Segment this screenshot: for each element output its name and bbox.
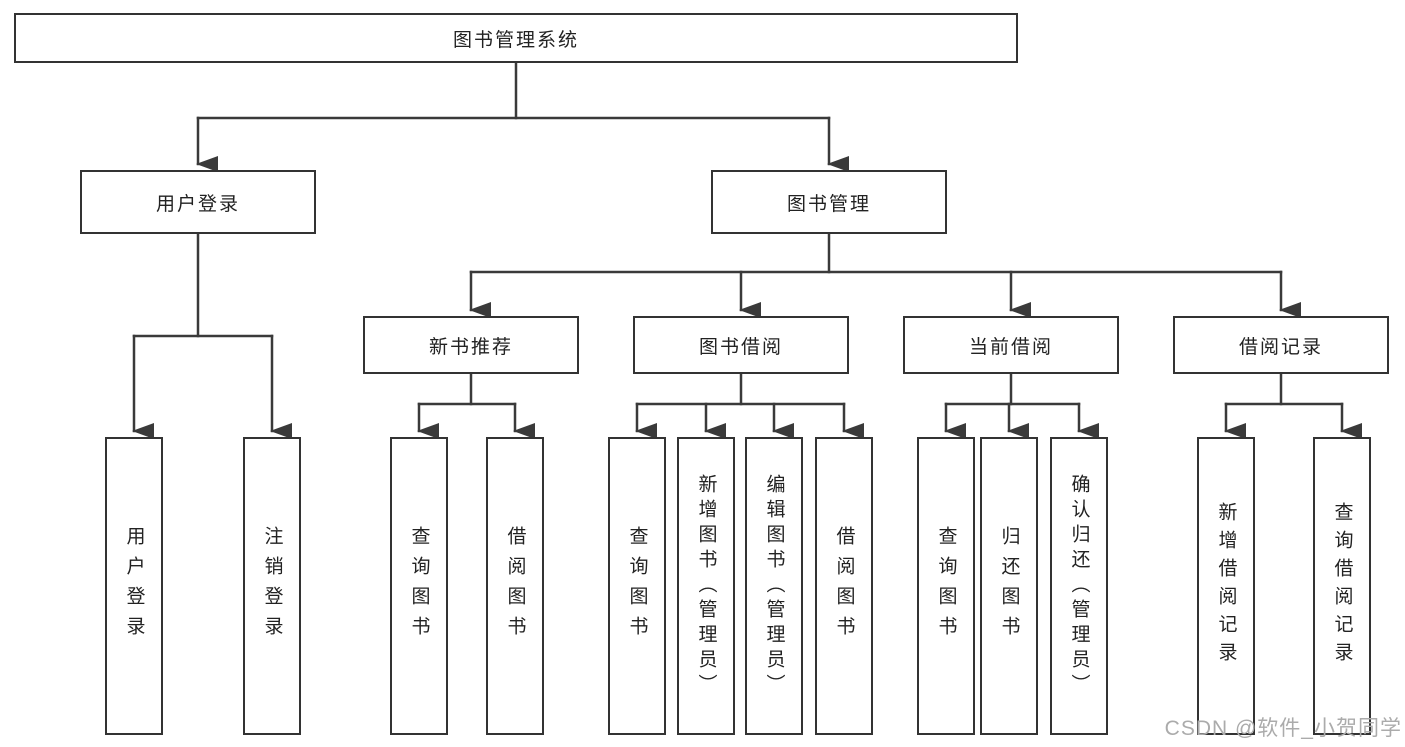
node-label: 用户登录 xyxy=(155,193,240,215)
leaf-query-book-3: 查询图书 xyxy=(917,437,975,735)
leaf-logout: 注销登录 xyxy=(243,437,301,735)
node-label: 用户登录 xyxy=(123,526,145,646)
node-label: 查询图书 xyxy=(935,526,957,646)
leaf-confirm-return-admin: 确认归还（管理员） xyxy=(1050,437,1108,735)
leaf-add-borrow-record: 新增借阅记录 xyxy=(1197,437,1255,735)
node-root: 图书管理系统 xyxy=(14,13,1018,63)
node-borrow-record: 借阅记录 xyxy=(1173,316,1389,374)
node-label: 查询图书 xyxy=(408,526,430,646)
node-book-mgmt: 图书管理 xyxy=(711,170,947,234)
node-label: 借阅记录 xyxy=(1238,336,1323,358)
leaf-user-login: 用户登录 xyxy=(105,437,163,735)
node-current-borrow: 当前借阅 xyxy=(903,316,1119,374)
leaf-return-book: 归还图书 xyxy=(980,437,1038,735)
node-label: 查询图书 xyxy=(626,526,648,646)
node-label: 当前借阅 xyxy=(968,336,1053,358)
node-label: 查询借阅记录 xyxy=(1331,502,1353,670)
leaf-borrow-book-2: 借阅图书 xyxy=(815,437,873,735)
leaf-query-book-1: 查询图书 xyxy=(390,437,448,735)
node-label: 图书管理 xyxy=(786,193,871,215)
node-label: 新书推荐 xyxy=(428,336,513,358)
leaf-borrow-book-1: 借阅图书 xyxy=(486,437,544,735)
node-label: 编辑图书（管理员） xyxy=(763,473,785,699)
leaf-query-book-2: 查询图书 xyxy=(608,437,666,735)
node-label: 借阅图书 xyxy=(504,526,526,646)
node-label: 归还图书 xyxy=(998,526,1020,646)
leaf-edit-book-admin: 编辑图书（管理员） xyxy=(745,437,803,735)
node-user-login: 用户登录 xyxy=(80,170,316,234)
node-label: 确认归还（管理员） xyxy=(1068,473,1090,699)
node-new-book-recommend: 新书推荐 xyxy=(363,316,579,374)
node-label: 图书管理系统 xyxy=(452,29,579,51)
node-book-borrow: 图书借阅 xyxy=(633,316,849,374)
leaf-add-book-admin: 新增图书（管理员） xyxy=(677,437,735,735)
node-label: 图书借阅 xyxy=(698,336,783,358)
node-label: 注销登录 xyxy=(261,526,283,646)
node-label: 新增借阅记录 xyxy=(1215,502,1237,670)
node-label: 新增图书（管理员） xyxy=(695,473,717,699)
node-label: 借阅图书 xyxy=(833,526,855,646)
leaf-query-borrow-record: 查询借阅记录 xyxy=(1313,437,1371,735)
